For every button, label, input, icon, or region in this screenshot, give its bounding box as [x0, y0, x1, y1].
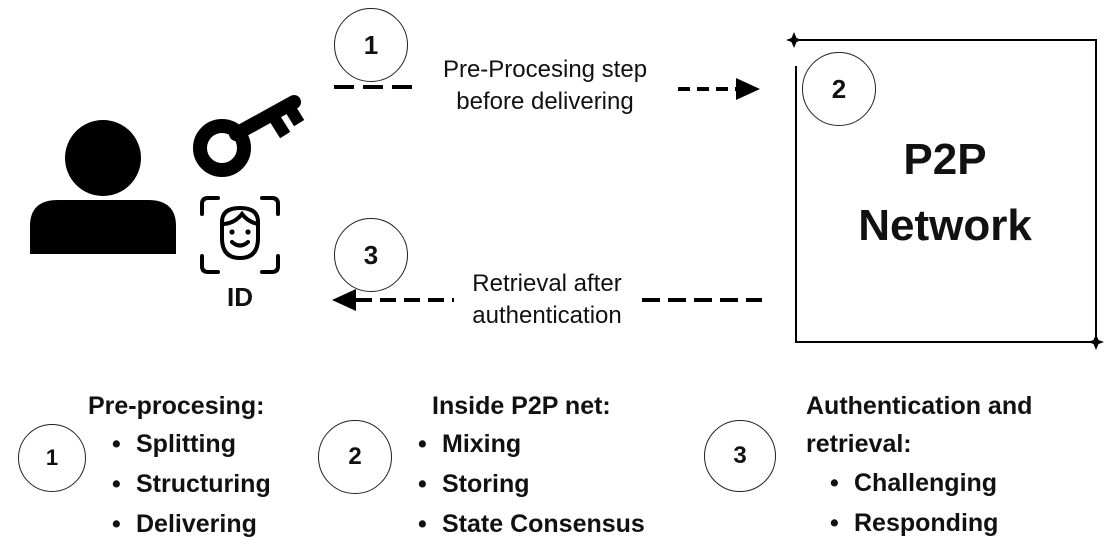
- legend-3-badge: 3: [704, 420, 776, 492]
- network-badge: 2: [802, 52, 876, 126]
- step-1-text-line1: Pre-Procesing step: [442, 56, 648, 83]
- legend-2-title: Inside P2P net:: [432, 392, 611, 420]
- network-title-line2: Network: [858, 201, 1032, 250]
- list-item: Delivering: [112, 504, 271, 544]
- step-1-text: Pre-Procesing step before delivering: [414, 54, 676, 118]
- step-1-badge: 1: [334, 8, 408, 82]
- list-item: State Consensus: [418, 504, 645, 544]
- legend-2-badge: 2: [318, 420, 392, 494]
- legend-1-badge: 1: [18, 424, 86, 492]
- list-item: Mixing: [418, 424, 645, 464]
- p2p-network-box: [786, 32, 1104, 350]
- step-3-badge: 3: [334, 218, 408, 292]
- step-3-arrow: [332, 289, 454, 311]
- step-1-arrow: [678, 78, 760, 100]
- list-item: Storing: [418, 464, 645, 504]
- list-item: Splitting: [112, 424, 271, 464]
- step-3-text: Retrieval after authentication: [452, 268, 642, 332]
- step-3-text-line1: Retrieval after: [472, 270, 622, 297]
- step-3-text-line2: authentication: [472, 302, 622, 329]
- step-1-dashed-line: [334, 85, 416, 89]
- sparkle-icon: [786, 32, 802, 48]
- legend-1-title: Pre-procesing:: [88, 392, 265, 420]
- arrow-right-icon: [736, 78, 760, 100]
- legend-3-title-line2: retrieval:: [806, 430, 912, 458]
- id-label: ID: [227, 282, 253, 312]
- sparkle-icon: [1088, 334, 1104, 350]
- key-icon: [193, 95, 305, 177]
- legend-1-list: Splitting Structuring Delivering: [112, 424, 271, 544]
- list-item: Challenging: [830, 463, 998, 503]
- legend-3-title-line1: Authentication and: [806, 392, 1033, 420]
- user-icon: [30, 120, 176, 254]
- face-id-icon: [200, 196, 280, 274]
- legend-2-list: Mixing Storing State Consensus: [418, 424, 645, 544]
- list-item: Structuring: [112, 464, 271, 504]
- list-item: Responding: [830, 503, 998, 543]
- step-1-text-line2: before delivering: [456, 88, 634, 115]
- arrow-left-icon: [332, 289, 356, 311]
- step-3-dashed-line: [642, 298, 762, 302]
- network-title-line1: P2P: [903, 135, 987, 184]
- legend-3-list: Challenging Responding: [830, 463, 998, 543]
